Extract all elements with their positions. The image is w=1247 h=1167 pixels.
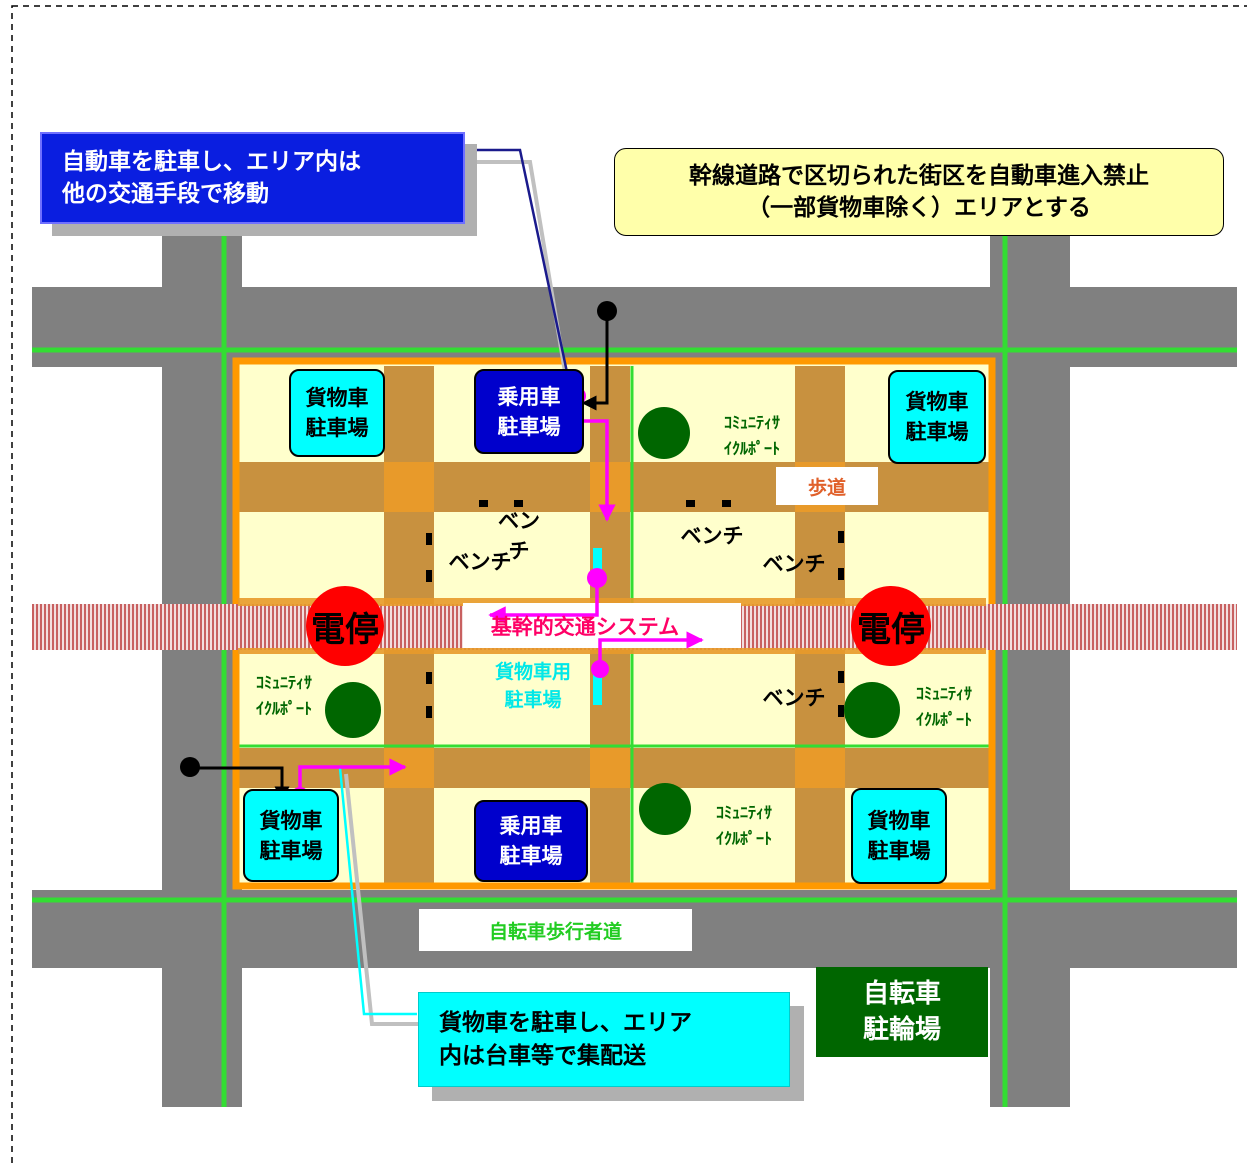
vehicle-entry-point [180, 757, 200, 777]
cycle-port-label: ｺﾐｭﾆﾃｨｻ ｲｸﾙﾎﾟｰﾄ [694, 798, 794, 854]
passenger-parking-label: 乗用車 駐車場 [499, 814, 563, 868]
vehicle-entry-point [597, 301, 617, 321]
bicycle-parking: 自転車 駐輪場 [816, 967, 988, 1057]
bench-text: ベンチ [498, 509, 540, 563]
sidewalk-text: 歩道 [807, 476, 846, 499]
freight-parking-nw: 貨物車 駐車場 [289, 369, 385, 457]
freight-small-parking-label: 貨物車用 駐車場 [478, 656, 588, 716]
bench-label: ベンチ [494, 509, 544, 563]
passenger-parking-n: 乗用車 駐車場 [474, 369, 584, 454]
freight-parking-label: 貨物車 駐車場 [259, 808, 323, 863]
bike-ped-road-label: 自転車歩行者道 [419, 909, 692, 951]
bench-text: ベンチ [762, 552, 826, 576]
bike-lane-edges [32, 232, 1237, 1107]
car-park-callout-text: 自動車を駐車し、エリア内は 他の交通手段で移動 [62, 149, 361, 207]
freight-parking-ne: 貨物車 駐車場 [888, 370, 986, 464]
tram-stop-text: 電停 [857, 609, 925, 650]
bench-label: ベンチ [442, 546, 518, 576]
bench-label: ベンチ [756, 682, 832, 712]
bicycle-parking-text: 自転車 駐輪場 [862, 979, 941, 1045]
trunk-transit-label: 基幹的交通システム [470, 606, 700, 646]
freight-park-callout-text: 貨物車を駐車し、エリア 内は台車等で集配送 [439, 1009, 692, 1069]
bike-ped-road-text: 自転車歩行者道 [488, 920, 622, 943]
freight-parking-label: 貨物車 駐車場 [305, 386, 369, 440]
bench-text: ベンチ [762, 686, 826, 710]
tram-stop-text: 電停 [311, 609, 379, 650]
freight-parking-label: 貨物車 駐車場 [905, 390, 969, 444]
zone-rule-callout: 幹線道路で区切られた街区を自動車進入禁止 （一部貨物車除く）エリアとする [614, 148, 1224, 236]
frame-border [11, 5, 1247, 1167]
cycle-port-circles [325, 407, 900, 835]
tram-stop-west: 電停 [306, 586, 384, 666]
freight-park-callout: 貨物車を駐車し、エリア 内は台車等で集配送 [418, 992, 790, 1087]
sidewalk-label: 歩道 [776, 467, 878, 505]
cycle-port-label: ｺﾐｭﾆﾃｨｻ ｲｸﾙﾎﾟｰﾄ [702, 408, 802, 464]
freight-parking-label: 貨物車 駐車場 [867, 809, 931, 863]
cycle-port-label: ｺﾐｭﾆﾃｨｻ ｲｸﾙﾎﾟｰﾄ [240, 668, 328, 724]
bench-label: ベンチ [756, 548, 832, 578]
bench-text: ベンチ [448, 550, 512, 574]
cycle-port-text: ｺﾐｭﾆﾃｨｻ ｲｸﾙﾎﾟｰﾄ [915, 684, 972, 729]
passenger-parking-label: 乗用車 駐車場 [497, 384, 561, 439]
walking-routes [298, 419, 704, 796]
freight-loading-lines [593, 548, 602, 705]
zone-rule-callout-text: 幹線道路で区切られた街区を自動車進入禁止 （一部貨物車除く）エリアとする [689, 163, 1149, 221]
bench-text: ベンチ [680, 524, 744, 548]
cycle-port-label: ｺﾐｭﾆﾃｨｻ ｲｸﾙﾎﾟｰﾄ [898, 679, 990, 735]
freight-small-parking-text: 貨物車用 駐車場 [494, 661, 571, 711]
callout-leaders [338, 148, 574, 1026]
trunk-transit-text: 基幹的交通システム [490, 615, 680, 639]
cycle-port-text: ｺﾐｭﾆﾃｨｻ ｲｸﾙﾎﾟｰﾄ [255, 673, 312, 718]
freight-parking-se: 貨物車 駐車場 [851, 788, 947, 884]
bench-marks [426, 500, 844, 718]
tram-stop-east: 電停 [851, 586, 931, 666]
passenger-parking-s: 乗用車 駐車場 [474, 800, 588, 882]
bench-label: ベンチ [674, 520, 750, 550]
freight-parking-sw: 貨物車 駐車場 [243, 789, 339, 882]
cycle-port-text: ｺﾐｭﾆﾃｨｻ ｲｸﾙﾎﾟｰﾄ [715, 803, 772, 848]
car-park-callout: 自動車を駐車し、エリア内は 他の交通手段で移動 [40, 132, 465, 224]
cycle-port-text: ｺﾐｭﾆﾃｨｻ ｲｸﾙﾎﾟｰﾄ [723, 413, 780, 458]
